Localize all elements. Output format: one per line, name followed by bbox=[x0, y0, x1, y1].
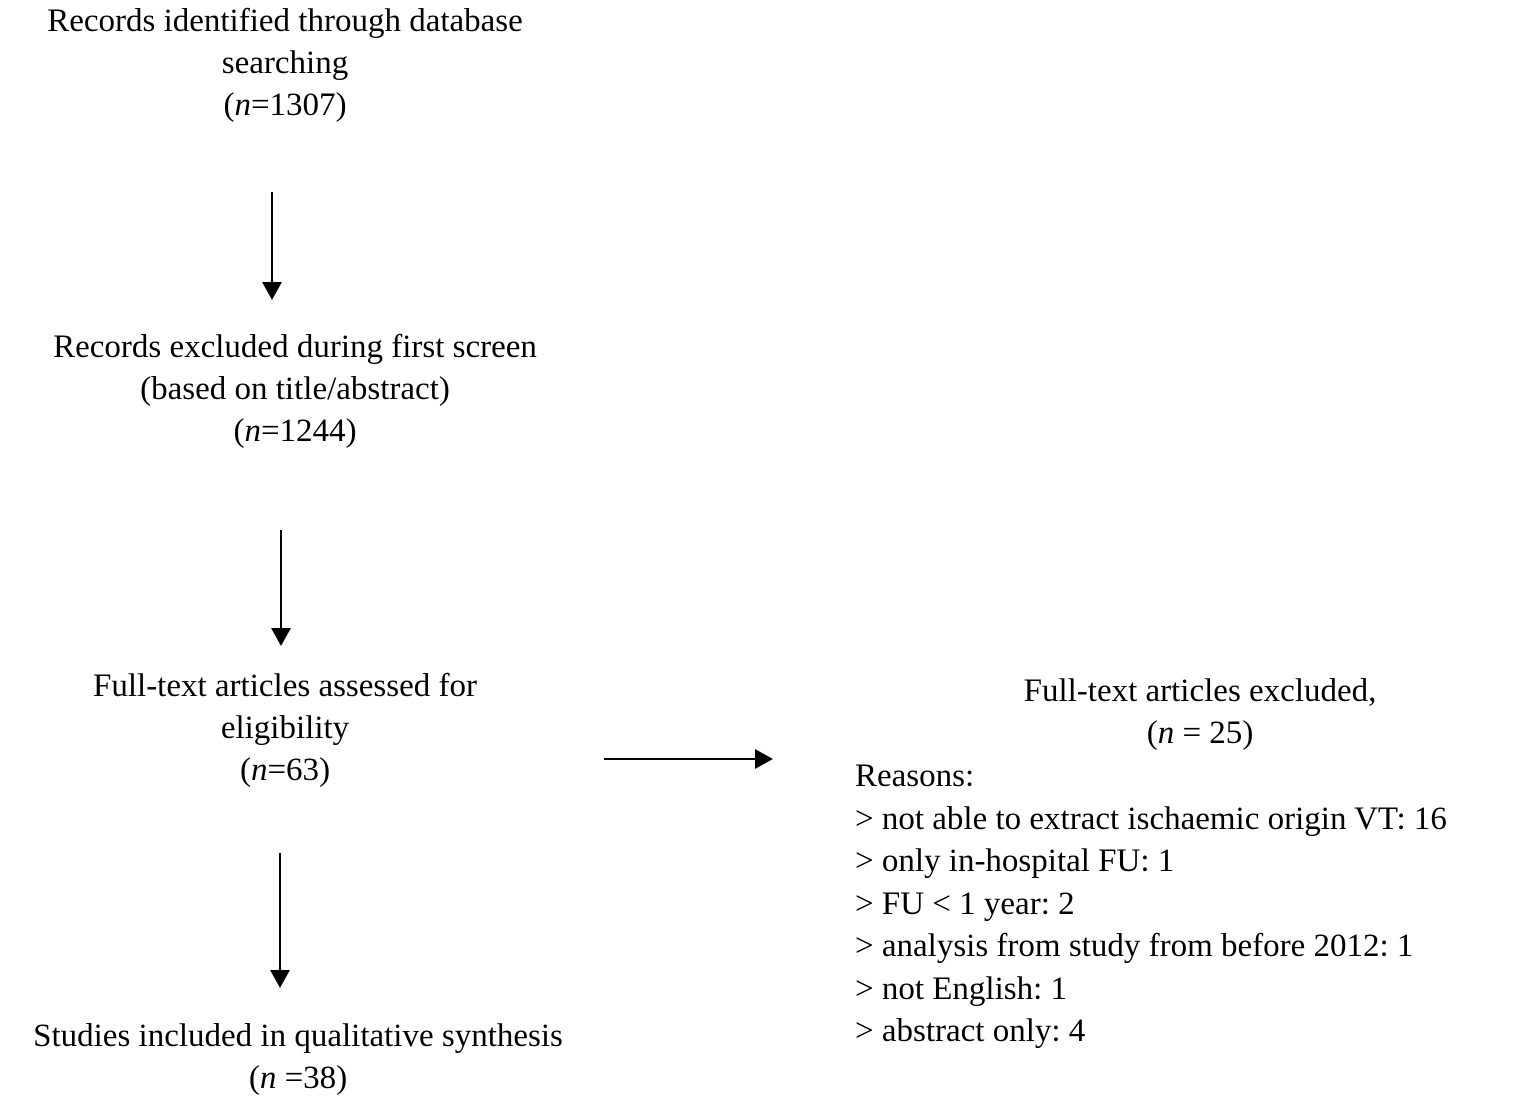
node-records-excluded-first-screen: Records excluded during first screen (ba… bbox=[0, 326, 590, 452]
n-symbol: n bbox=[250, 752, 268, 788]
node-records-identified: Records identified through database sear… bbox=[0, 0, 570, 126]
node-count: (n = 25) bbox=[1146, 715, 1254, 751]
node-count: (n=1307) bbox=[223, 87, 347, 123]
reason-item: > analysis from study from before 2012: … bbox=[855, 928, 1414, 964]
node-full-text-excluded: Full-text articles excluded, (n = 25) bbox=[900, 670, 1500, 754]
node-text-line: Studies included in qualitative synthesi… bbox=[33, 1018, 563, 1054]
arrow-assessed-to-included bbox=[270, 853, 290, 988]
node-text-line: Full-text articles excluded, bbox=[1023, 673, 1377, 709]
node-text-line: searching bbox=[221, 45, 349, 81]
arrow-assessed-to-excluded bbox=[604, 749, 773, 769]
n-symbol: n bbox=[259, 1060, 277, 1096]
n-symbol: n bbox=[1157, 715, 1175, 751]
node-full-text-assessed: Full-text articles assessed for eligibil… bbox=[0, 665, 570, 791]
exclusion-reasons-list: Reasons: > not able to extract ischaemic… bbox=[855, 755, 1447, 1053]
reason-item: > not able to extract ischaemic origin V… bbox=[855, 800, 1447, 837]
count-value: =38 bbox=[276, 1060, 337, 1096]
n-symbol: n bbox=[234, 87, 251, 123]
node-text-line: Full-text articles assessed for bbox=[93, 668, 477, 704]
n-symbol: n bbox=[244, 413, 261, 449]
node-studies-included: Studies included in qualitative synthesi… bbox=[0, 1015, 596, 1099]
node-count: (n=1244) bbox=[233, 413, 357, 449]
reason-item: > only in-hospital FU: 1 bbox=[855, 843, 1175, 879]
count-value: =63 bbox=[267, 752, 320, 788]
count-value: =1244 bbox=[260, 413, 346, 449]
count-value: =1307 bbox=[250, 87, 336, 123]
node-text-line: Records identified through database bbox=[47, 3, 523, 39]
node-count: (n =38) bbox=[248, 1060, 348, 1096]
reasons-heading: Reasons: bbox=[855, 758, 975, 794]
arrow-identified-to-screened bbox=[262, 192, 282, 300]
node-text-line: (based on title/abstract) bbox=[140, 371, 450, 407]
count-value: = 25 bbox=[1174, 715, 1243, 751]
reason-item: > FU < 1 year: 2 bbox=[855, 885, 1075, 922]
arrow-screened-to-assessed bbox=[271, 530, 291, 646]
reason-item: > not English: 1 bbox=[855, 970, 1068, 1007]
node-count: (n=63) bbox=[239, 752, 331, 788]
node-text-line: Records excluded during first screen bbox=[53, 329, 537, 365]
node-text-line: eligibility bbox=[220, 710, 350, 746]
reason-item: > abstract only: 4 bbox=[855, 1013, 1086, 1049]
